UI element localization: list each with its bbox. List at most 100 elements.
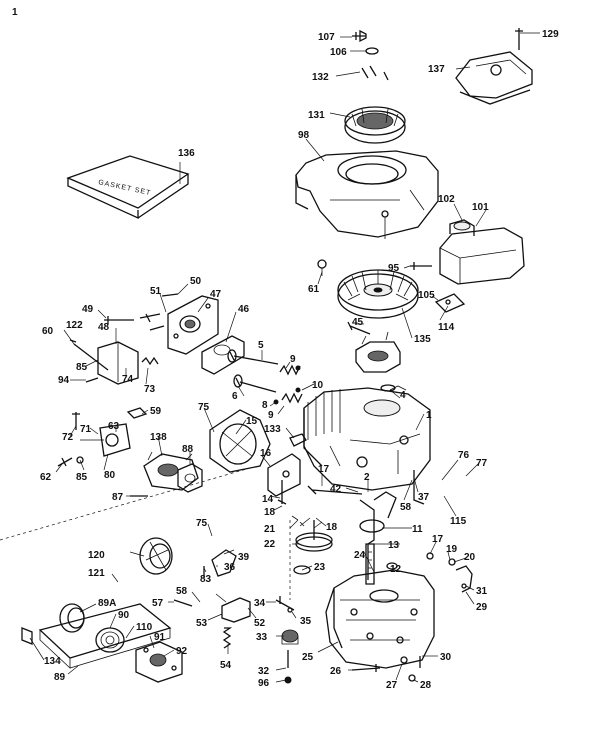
part-springs bbox=[273, 364, 303, 405]
part-73-spring bbox=[141, 356, 159, 366]
callout-85b: 85 bbox=[76, 472, 88, 483]
callout-46: 46 bbox=[238, 304, 250, 315]
callout-18a: 18 bbox=[264, 507, 276, 518]
callout-134: 134 bbox=[44, 656, 61, 667]
callout-121: 121 bbox=[88, 568, 105, 579]
callout-136: 136 bbox=[178, 148, 195, 159]
part-89-starter-base bbox=[38, 603, 172, 669]
part-4-head-gasket bbox=[389, 385, 407, 391]
callout-115: 115 bbox=[450, 516, 467, 527]
callout-71: 71 bbox=[80, 424, 92, 435]
part-132-clip bbox=[361, 65, 389, 81]
part-136-gasket-set: GASKET SET bbox=[66, 155, 190, 220]
callout-6: 6 bbox=[232, 391, 238, 402]
callout-labels: 1 107 106 129 132 137 131 98 136 102 101… bbox=[12, 7, 559, 691]
callout-135: 135 bbox=[414, 334, 431, 345]
callout-137: 137 bbox=[428, 64, 445, 75]
callout-61: 61 bbox=[308, 284, 320, 295]
callout-19: 19 bbox=[446, 544, 458, 555]
callout-10: 10 bbox=[312, 380, 324, 391]
callout-114: 114 bbox=[438, 322, 455, 333]
part-138-carburetor bbox=[143, 451, 199, 491]
callout-62: 62 bbox=[40, 472, 52, 483]
part-133-gasket bbox=[289, 433, 307, 447]
callout-17: 17 bbox=[318, 464, 330, 475]
part-15-air-guide bbox=[209, 409, 271, 473]
callout-51: 51 bbox=[150, 286, 162, 297]
callout-52: 52 bbox=[254, 618, 266, 629]
callout-106: 106 bbox=[330, 47, 347, 58]
callout-15: 15 bbox=[246, 416, 258, 427]
callout-33: 33 bbox=[256, 632, 268, 643]
callout-59: 59 bbox=[150, 406, 162, 417]
part-starter-cup bbox=[355, 331, 401, 392]
callout-29: 29 bbox=[476, 602, 488, 613]
reference-line-left bbox=[0, 467, 251, 541]
callout-14: 14 bbox=[262, 494, 274, 505]
part-107-screw bbox=[352, 29, 367, 43]
callout-48: 48 bbox=[98, 322, 110, 333]
callout-80: 80 bbox=[104, 470, 116, 481]
part-101-muffler bbox=[439, 219, 525, 285]
part-59-clip bbox=[126, 407, 148, 419]
part-12-seal bbox=[386, 562, 398, 570]
callout-12: 12 bbox=[390, 564, 402, 575]
part-88-gasket bbox=[177, 463, 203, 493]
callout-1: 1 bbox=[12, 7, 18, 18]
callout-50: 50 bbox=[190, 276, 202, 287]
callout-94: 94 bbox=[58, 375, 70, 386]
callout-91: 91 bbox=[154, 632, 166, 643]
callout-72: 72 bbox=[62, 432, 74, 443]
callout-89a: 89A bbox=[98, 598, 116, 609]
part-36-lever bbox=[211, 549, 237, 577]
callout-107: 107 bbox=[318, 32, 335, 43]
callout-45: 45 bbox=[352, 317, 364, 328]
part-62-screw bbox=[57, 457, 73, 467]
callout-18b: 18 bbox=[326, 522, 338, 533]
part-57-screw bbox=[173, 599, 193, 607]
callout-5: 5 bbox=[258, 340, 264, 351]
part-37-bracket bbox=[413, 470, 425, 505]
part-134-handle bbox=[21, 627, 33, 645]
callout-77: 77 bbox=[476, 458, 488, 469]
part-21-washer bbox=[291, 515, 305, 527]
part-63-bracket bbox=[76, 423, 131, 464]
callout-8: 8 bbox=[262, 400, 268, 411]
callout-31: 31 bbox=[476, 586, 488, 597]
part-22-governor-gear bbox=[295, 517, 333, 552]
callout-26: 26 bbox=[330, 666, 342, 677]
callout-24: 24 bbox=[354, 550, 366, 561]
part-74-bracket bbox=[85, 341, 139, 385]
part-27-washer bbox=[400, 656, 408, 664]
part-91-cover bbox=[135, 641, 183, 683]
part-16-breather bbox=[267, 453, 301, 497]
callout-54: 54 bbox=[220, 660, 232, 671]
part-105-bracket bbox=[434, 293, 466, 313]
callout-58b: 58 bbox=[176, 586, 188, 597]
callout-35: 35 bbox=[300, 616, 312, 627]
callout-110: 110 bbox=[136, 622, 153, 633]
callout-30: 30 bbox=[440, 652, 452, 663]
callout-39: 39 bbox=[238, 552, 250, 563]
part-54-spring bbox=[222, 627, 233, 649]
part-23-gear bbox=[293, 565, 311, 575]
callout-85a: 85 bbox=[76, 362, 88, 373]
callout-17b: 17 bbox=[432, 534, 444, 545]
part-6-valve bbox=[233, 374, 277, 393]
callout-58a: 58 bbox=[400, 502, 412, 513]
part-11-crankshaft bbox=[359, 491, 397, 585]
callout-129: 129 bbox=[542, 29, 559, 40]
callout-88: 88 bbox=[182, 444, 194, 455]
callout-75b: 75 bbox=[196, 518, 208, 529]
callout-92: 92 bbox=[176, 646, 188, 657]
callout-9a: 9 bbox=[290, 354, 296, 365]
callout-73: 73 bbox=[144, 384, 156, 395]
part-26-bolt bbox=[351, 664, 381, 672]
callout-101: 101 bbox=[472, 202, 489, 213]
callout-34: 34 bbox=[254, 598, 266, 609]
callout-138: 138 bbox=[150, 432, 167, 443]
callout-122: 122 bbox=[66, 320, 83, 331]
part-25-crankcase-sump bbox=[325, 569, 435, 669]
part-42-dipstick bbox=[307, 485, 363, 495]
